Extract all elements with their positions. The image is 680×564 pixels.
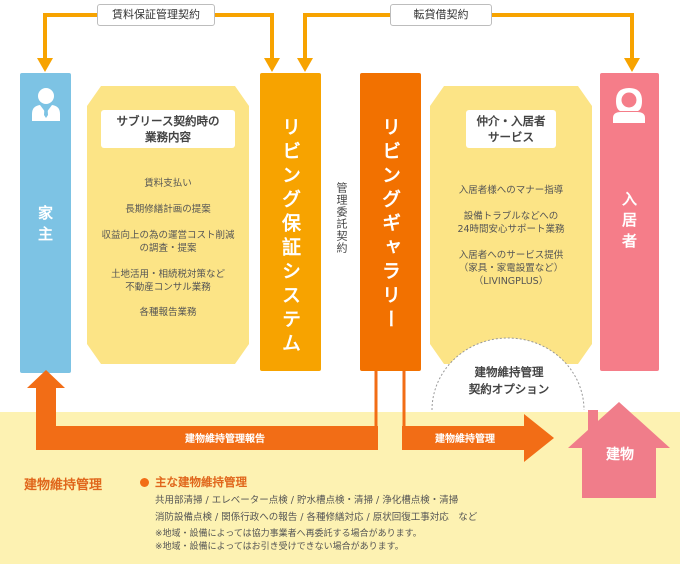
left-panel-item: 長期修繕計画の提案 [125,204,211,215]
footer-title: 建物維持管理 [24,478,103,493]
left-panel-shape [87,86,249,364]
guarantee-arrowhead-left [37,58,53,72]
guarantee-contract-label: 賃料保証管理契約 [97,4,215,26]
left-panel-item: 賃料支払い [144,178,192,189]
sublease-arrowhead-left [297,58,313,72]
tenant-box: 入居者 [600,73,659,371]
report-arrow-label: 建物維持管理報告 [185,434,265,445]
sublease-contract-label: 転貸借契約 [390,4,492,26]
right-panel-item: 設備トラブルなどへの 24時間安心サポート業務 [457,211,565,235]
gallery-label: リビングギャラリー [379,117,401,333]
maintenance-arrow-body [402,426,526,450]
house-icon [568,402,670,498]
owner-box: 家主 [20,73,71,373]
report-arrow-head [27,370,65,388]
left-panel-heading: サブリース契約時の 業務内容 [101,110,235,148]
option-label: 建物維持管理 契約オプション [468,365,550,396]
woman-icon [613,88,645,123]
person-icon [32,88,60,121]
footer-note-2: ※地域・設備によってはお引き受けできない場合があります。 [155,542,404,552]
flow-arrows [27,370,554,462]
management-contract-label: 管理委託契約 [335,182,348,254]
guarantee-arrowhead-right [264,58,280,72]
report-arrow-stem [36,386,56,450]
left-panel: サブリース契約時の 業務内容 賃料支払い 長期修繕計画の提案 収益向上の為の運営… [87,86,249,364]
right-panel-item: 入居者へのサービス提供 （家具・家電設置など） （LIVINGPLUS） [458,250,564,287]
right-panel: 仲介・入居者 サービス 入居者様へのマナー指導 設備トラブルなどへの 24時間安… [430,86,592,364]
sublease-arrowhead-right [624,58,640,72]
maintenance-arrow-label: 建物維持管理 [435,434,495,445]
footer-line-2: 消防設備点検 / 関係行政への報告 / 各種修繕対応 / 原状回復工事対応 など [155,512,478,523]
footer-bullet: 主な建物維持管理 [140,474,247,490]
report-arrow-body [36,426,378,450]
guarantee-system-box: リビング保証システム [260,73,321,371]
maintenance-arrow-head [524,414,554,462]
footer-line-1: 共用部清掃 / エレベーター点検 / 貯水槽点検・清掃 / 浄化槽点検・清掃 [155,495,459,506]
gallery-box: リビングギャラリー [360,73,421,371]
left-panel-item: 土地活用・相続税対策など 不動産コンサル業務 [110,269,225,293]
left-panel-item: 各種報告業務 [139,307,197,318]
footer-bullet-title: 主な建物維持管理 [155,475,247,489]
right-panel-item: 入居者様へのマナー指導 [458,185,564,196]
right-panel-shape [430,86,592,364]
building-label: 建物 [606,447,634,463]
tenant-label: 入居者 [620,191,638,254]
left-panel-item: 収益向上の為の運営コスト削減 の調査・提案 [101,230,235,254]
owner-label: 家主 [36,205,54,247]
right-panel-heading: 仲介・入居者 サービス [466,110,556,148]
footer-note-1: ※地域・設備によっては協力事業者へ再委託する場合があります。 [155,529,422,539]
guarantee-system-label: リビング保証システム [279,117,301,357]
bullet-dot-icon [140,477,149,487]
option-circle [431,337,585,411]
